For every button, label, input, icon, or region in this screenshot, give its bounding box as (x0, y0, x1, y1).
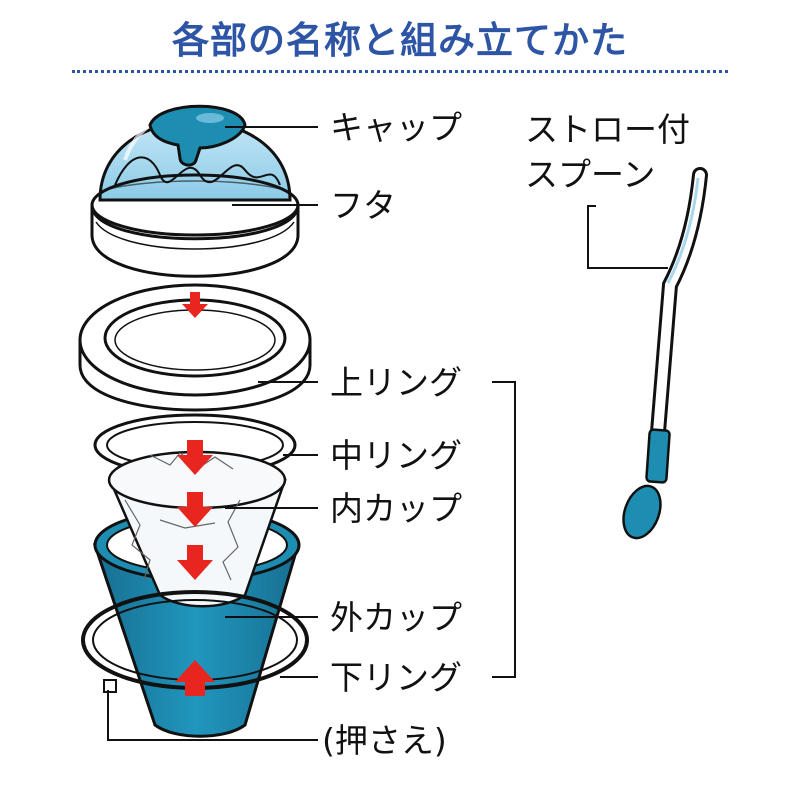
page-title: 各部の名称と組み立てかた (172, 19, 628, 62)
label-inner-cup: 内カップ (330, 489, 462, 528)
label-cap: キャップ (330, 108, 462, 147)
label-lid: フタ (330, 186, 396, 225)
label-middle-ring: 中リング (330, 436, 462, 475)
arrow-down-icon (177, 492, 213, 527)
label-upper-ring: 上リング (330, 363, 462, 402)
straw-spoon (622, 167, 708, 540)
arrow-down-icon (177, 545, 213, 580)
lid-thread-band (90, 173, 300, 278)
leader-lines (107, 126, 668, 741)
label-straw-spoon-line2: スプーン (525, 155, 656, 194)
label-straw-spoon-line1: ストロー付 (525, 110, 690, 149)
label-presser: (押さえ) (322, 721, 447, 760)
cap (148, 104, 247, 167)
label-lower-ring: 下リング (330, 658, 462, 697)
label-outer-cup: 外カップ (330, 598, 462, 637)
upper-ring (78, 283, 312, 412)
title-divider (72, 70, 728, 73)
arrow-down-icon (177, 440, 213, 475)
arrow-up-icon (175, 660, 215, 696)
arrow-down-icon (182, 292, 208, 318)
